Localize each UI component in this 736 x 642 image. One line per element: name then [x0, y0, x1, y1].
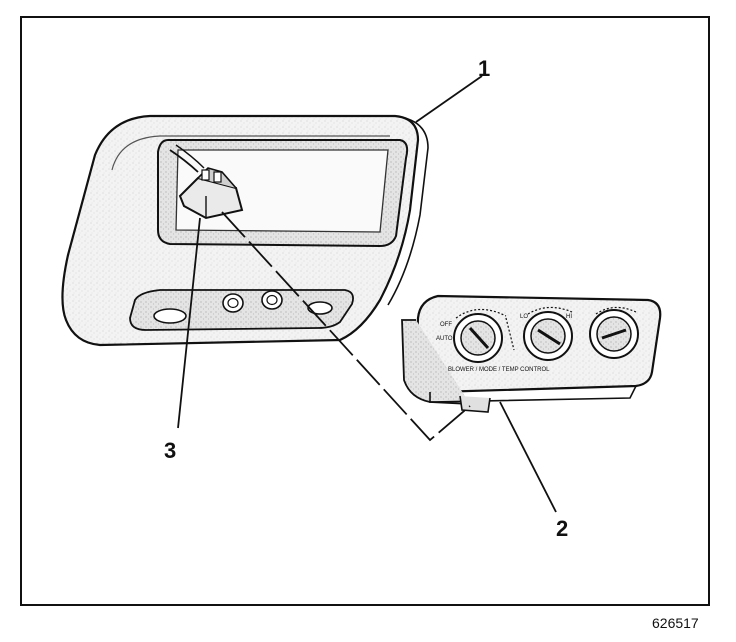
- wiring-harness-connector: [169, 144, 244, 220]
- figure-border: [20, 16, 710, 606]
- connection-path: [221, 211, 471, 442]
- fan-high-label: HI: [566, 314, 572, 320]
- climate-control-module: OFF AUTO LO HI BLOWER / MODE / TEMP CONT…: [401, 294, 662, 413]
- leader-lines: [177, 75, 557, 513]
- leader-line-2: [499, 401, 557, 513]
- callout-1: 1: [478, 56, 491, 81]
- leader-line-3: [177, 217, 201, 429]
- figure-number: 626517: [652, 615, 699, 631]
- callout-2: 2: [556, 516, 569, 541]
- panel-legend-text: BLOWER / MODE / TEMP CONTROL: [448, 367, 550, 373]
- mode-off-label: OFF: [440, 322, 452, 328]
- fan-low-label: LO: [520, 314, 528, 320]
- mode-auto-label: AUTO: [436, 336, 453, 342]
- overhead-console-housing: [61, 114, 429, 347]
- leader-line-1: [415, 75, 483, 123]
- callout-3: 3: [164, 438, 177, 463]
